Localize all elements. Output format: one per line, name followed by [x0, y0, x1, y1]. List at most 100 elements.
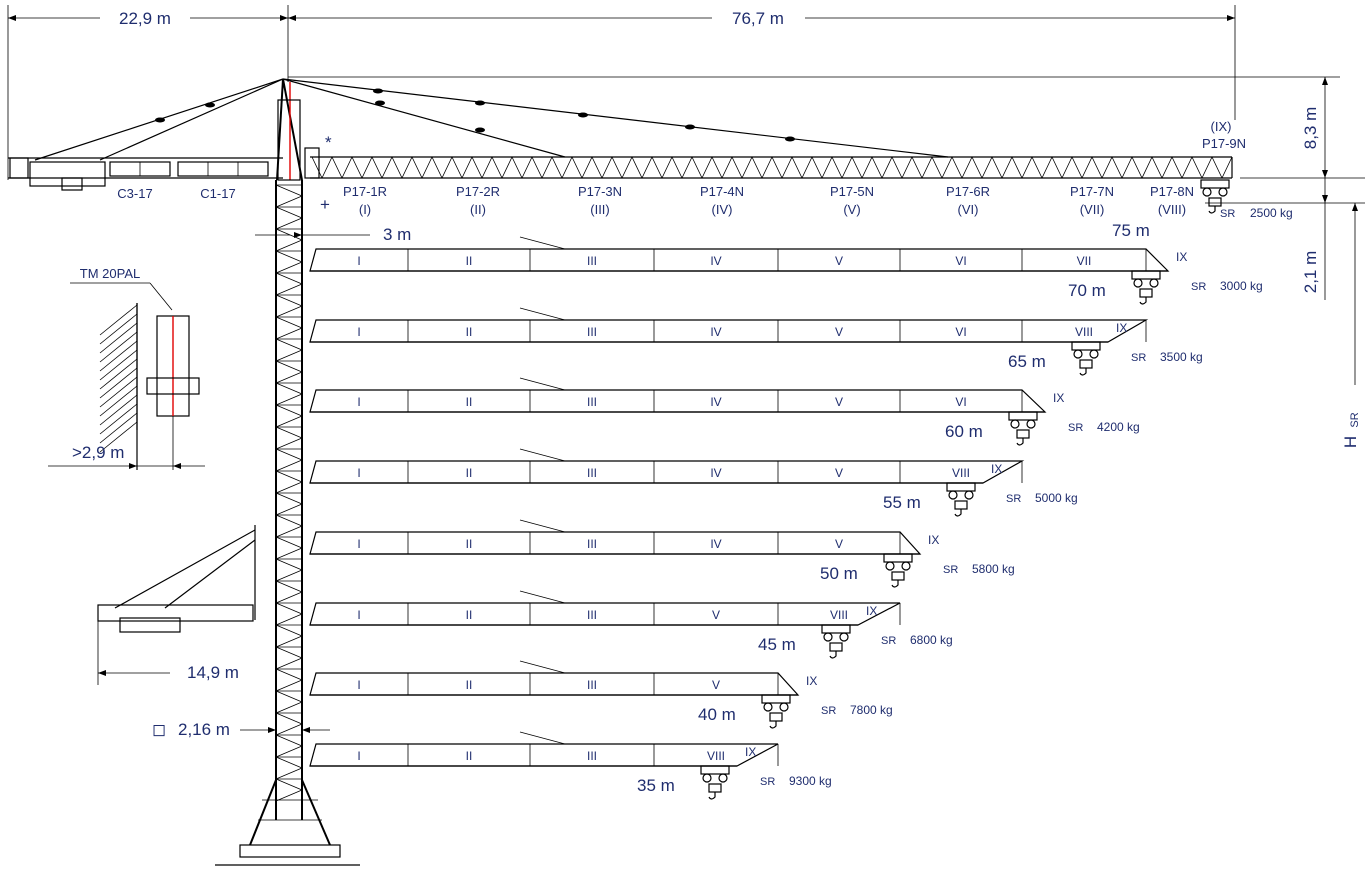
config-section-label: III: [587, 466, 597, 480]
jib-section-code: P17-7N: [1070, 184, 1114, 199]
right-dimension-lines: [288, 76, 1365, 385]
hook-block: [700, 765, 730, 800]
plus-mark: +: [320, 195, 330, 214]
jib-section-code: P17-4N: [700, 184, 744, 199]
jib-section-roman: (VII): [1080, 202, 1105, 217]
config-section-label: I: [357, 325, 360, 339]
tip-section-roman: (IX): [1211, 119, 1232, 134]
main-load: 2500 kg: [1250, 206, 1293, 220]
jib-section-code: P17-3N: [578, 184, 622, 199]
hook-block: [1200, 179, 1230, 214]
config-sr: SR: [1006, 493, 1021, 505]
counter-jib-dimension: 22,9 m: [119, 9, 171, 28]
top-dimension-lines: [7, 5, 1236, 180]
config-section-label: I: [357, 395, 360, 409]
asterisk-mark: *: [325, 133, 332, 152]
hook-block: [883, 553, 913, 588]
config-section-label: VI: [955, 254, 966, 268]
config-radius: 60 m: [945, 422, 983, 441]
jib-section-code: P17-8N: [1150, 184, 1194, 199]
config-section-label: IV: [710, 537, 721, 551]
main-jib-section-labels: P17-1R(I)P17-2R(II)P17-3N(III)P17-4N(IV)…: [343, 184, 1194, 217]
config-section-label: IV: [710, 466, 721, 480]
hook-height-label: H: [1341, 436, 1360, 448]
jib-section-roman: (V): [843, 202, 860, 217]
config-section-label: II: [466, 325, 473, 339]
main-hook-trolley: [1200, 179, 1230, 214]
hook-block: [1131, 270, 1161, 305]
config-sr: SR: [821, 705, 836, 717]
config-section-label: I: [357, 254, 360, 268]
jib-length-dimension: 76,7 m: [732, 9, 784, 28]
config-load: 7800 kg: [850, 703, 893, 717]
config-section-label: VII: [1077, 254, 1092, 268]
config-load: 3500 kg: [1160, 350, 1203, 364]
config-section-label: VIII: [1075, 325, 1093, 339]
config-radius: 70 m: [1068, 281, 1106, 300]
jib-section-code: P17-2R: [456, 184, 500, 199]
config-section-label: VIII: [952, 466, 970, 480]
wall-clearance-label: >2,9 m: [72, 443, 124, 462]
config-section-label: II: [466, 608, 473, 622]
config-section-label: VI: [955, 325, 966, 339]
jib-section-roman: (III): [590, 202, 610, 217]
config-section-label: II: [466, 678, 473, 692]
hook-block: [821, 624, 851, 659]
config-load: 6800 kg: [910, 633, 953, 647]
config-sr: SR: [1191, 281, 1206, 293]
config-section-label: III: [587, 395, 597, 409]
config-radius: 55 m: [883, 493, 921, 512]
counter-jib: [8, 78, 284, 191]
tower-base: [215, 779, 360, 866]
config-section-label: II: [466, 395, 473, 409]
jib-section-code: P17-5N: [830, 184, 874, 199]
config-section-label: II: [466, 537, 473, 551]
config-tip-label: IX: [745, 745, 756, 759]
config-section-label: IV: [710, 395, 721, 409]
short-counter-jib-label: 14,9 m: [187, 663, 239, 682]
config-sr: SR: [760, 776, 775, 788]
anchor-label: TM 20PAL: [80, 266, 140, 281]
jib-section-roman: (I): [359, 202, 371, 217]
hook-block: [1008, 411, 1038, 446]
config-sr: SR: [1131, 352, 1146, 364]
jib-tie-rods: [282, 78, 949, 158]
config-tip-label: IX: [1053, 391, 1064, 405]
config-load: 4200 kg: [1097, 420, 1140, 434]
config-section-label: VIII: [830, 608, 848, 622]
config-section-label: VI: [955, 395, 966, 409]
config-section-label: V: [712, 608, 720, 622]
config-section-label: V: [835, 466, 843, 480]
config-section-label: III: [587, 537, 597, 551]
config-section-label: III: [587, 678, 597, 692]
config-section-label: IV: [710, 254, 721, 268]
config-load: 9300 kg: [789, 774, 832, 788]
counter-jib-label-c1: C1-17: [200, 186, 235, 201]
config-radius: 40 m: [698, 705, 736, 724]
config-section-label: V: [835, 325, 843, 339]
config-section-label: III: [587, 608, 597, 622]
config-tip-label: IX: [866, 604, 877, 618]
main-radius: 75 m: [1112, 221, 1150, 240]
config-sr: SR: [1068, 422, 1083, 434]
tip-section-code: P17-9N: [1202, 136, 1246, 151]
config-section-label: II: [466, 254, 473, 268]
wall-anchor-detail: [48, 282, 205, 470]
offset-dimension: [255, 232, 370, 238]
mast-section-symbol: ◻: [152, 720, 166, 739]
tower-mast: [275, 78, 320, 820]
config-tip-label: IX: [1176, 250, 1187, 264]
jib-section-roman: (VIII): [1158, 202, 1186, 217]
hook-block: [946, 482, 976, 517]
config-section-label: II: [466, 749, 473, 763]
config-section-label: I: [357, 466, 360, 480]
config-radius: 45 m: [758, 635, 796, 654]
main-sr: SR: [1220, 208, 1235, 220]
offset-label: 3 m: [383, 225, 411, 244]
